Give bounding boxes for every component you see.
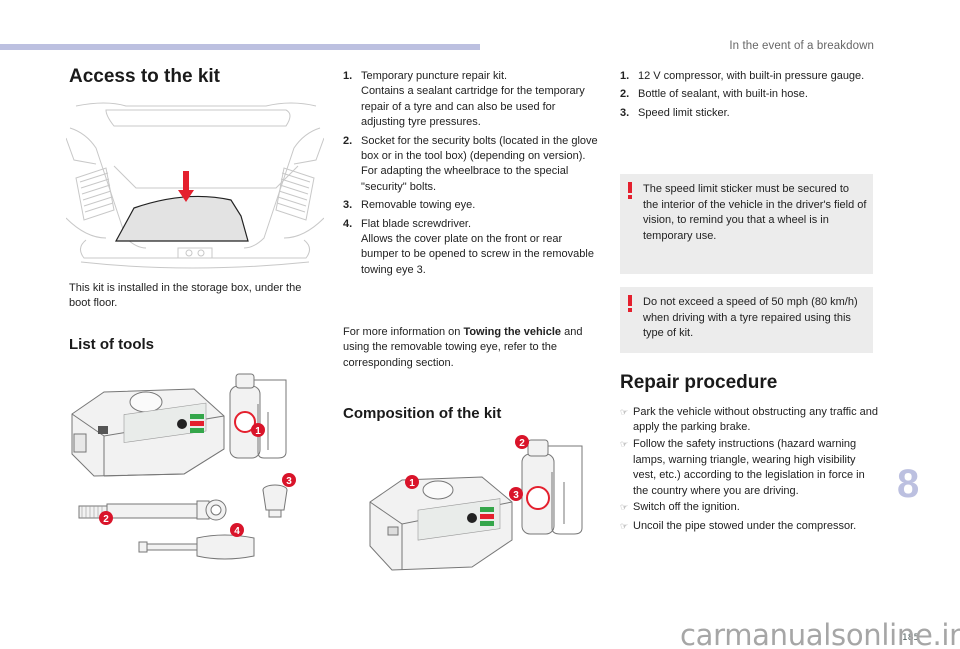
item-detail: Allows the cover plate on the front or r… (361, 233, 594, 276)
composition-list: 1. 12 V compressor, with built-in pressu… (620, 69, 875, 124)
item-text: Removable towing eye. (361, 199, 476, 212)
header-accent-bar (0, 44, 480, 50)
item-text: Speed limit sticker. (638, 106, 730, 119)
composition-list-item: 1. 12 V compressor, with built-in pressu… (620, 69, 875, 84)
composition-heading: Composition of the kit (343, 405, 502, 422)
callout-badge-3: 3 (282, 473, 296, 487)
repair-step: ☞ Uncoil the pipe stowed under the compre… (620, 519, 878, 534)
watermark-text: carmanualsonline.info (680, 618, 960, 649)
more-info-prefix: For more information on (343, 326, 464, 338)
item-text: Flat blade screwdriver. (361, 217, 472, 230)
svg-text:1: 1 (255, 426, 261, 437)
tools-list: 1. Temporary puncture repair kit. Contai… (343, 69, 598, 281)
item-number: 1. (620, 70, 630, 82)
repair-procedure-heading: Repair procedure (620, 372, 778, 393)
section-header-title: In the event of a breakdown (729, 40, 874, 52)
repair-step-text: Follow the safety instructions (hazard w… (633, 438, 865, 497)
tools-list-item: 1. Temporary puncture repair kit. Contai… (343, 69, 598, 131)
callout-badge-2: 2 (515, 435, 529, 449)
page-number: 185 (902, 633, 920, 643)
repair-step: ☞ Follow the safety instructions (hazard … (620, 437, 878, 499)
callout-badge-1: 1 (405, 475, 419, 489)
repair-step: ☞ Switch off the ignition. (620, 500, 878, 515)
boot-floor-illustration (66, 102, 324, 269)
svg-text:3: 3 (286, 476, 292, 487)
callout-badge-1: 1 (251, 423, 265, 437)
repair-step-text: Switch off the ignition. (633, 501, 740, 514)
repair-step: ☞ Park the vehicle without obstructing an… (620, 405, 878, 436)
item-detail: For adapting the wheelbrace to the speci… (361, 165, 569, 193)
callout-badge-4: 4 (230, 523, 244, 537)
item-number: 3. (343, 199, 353, 212)
towing-vehicle-reference[interactable]: Towing the vehicle (463, 326, 562, 338)
more-info-suffix: and using the removable towing eye, refe… (343, 326, 583, 369)
repair-steps-list: ☞ Park the vehicle without obstructing an… (620, 405, 878, 536)
pointing-hand-icon: ☞ (620, 520, 629, 531)
warning-exclamation-icon (628, 182, 634, 200)
tools-list-item: 4. Flat blade screwdriver. Allows the co… (343, 217, 598, 279)
access-kit-heading: Access to the kit (69, 66, 220, 87)
pointing-hand-icon: ☞ (620, 502, 629, 513)
access-kit-description: This kit is installed in the storage box… (69, 282, 302, 310)
callout-badge-2: 2 (99, 511, 113, 525)
composition-list-item: 2. Bottle of sealant, with built-in hose… (620, 87, 875, 102)
item-text: 12 V compressor, with built-in pressure … (638, 70, 865, 82)
tools-illustration: 1 2 3 4 (71, 373, 296, 560)
list-of-tools-heading: List of tools (69, 336, 154, 353)
composition-list-item: 3. Speed limit sticker. (620, 106, 875, 121)
tools-list-item: 2. Socket for the security bolts (locate… (343, 134, 598, 196)
item-text: Socket for the security bolts (located i… (361, 134, 598, 163)
item-detail: Contains a sealant cartridge for the tem… (361, 85, 585, 129)
chapter-number-tab: 8 (897, 462, 920, 506)
warning-callout-sticker: The speed limit sticker must be secured … (620, 174, 873, 274)
warning-callout-speed: Do not exceed a speed of 50 mph (80 km/h… (620, 287, 873, 353)
item-number: 3. (620, 106, 630, 119)
item-number: 2. (620, 88, 630, 101)
warning-exclamation-icon (628, 295, 634, 313)
item-number: 2. (343, 134, 353, 147)
pointing-hand-icon: ☞ (620, 439, 629, 450)
svg-text:2: 2 (519, 438, 525, 449)
warning-text: Do not exceed a speed of 50 mph (80 km/h… (643, 296, 858, 340)
svg-text:4: 4 (234, 526, 240, 537)
repair-step-text: Uncoil the pipe stowed under the compres… (633, 519, 857, 532)
warning-text: The speed limit sticker must be secured … (643, 183, 867, 242)
kit-composition-illustration: 1 2 3 (369, 435, 583, 571)
repair-step-text: Park the vehicle without obstructing any… (633, 406, 878, 434)
item-number: 1. (343, 70, 353, 82)
callout-badge-3: 3 (509, 487, 523, 501)
more-info-paragraph: For more information on Towing the vehic… (343, 325, 598, 371)
tools-list-item: 3. Removable towing eye. (343, 198, 598, 213)
item-text: Temporary puncture repair kit. (361, 70, 508, 82)
item-text: Bottle of sealant, with built-in hose. (638, 88, 808, 101)
pointing-hand-icon: ☞ (620, 407, 629, 417)
svg-text:1: 1 (409, 478, 415, 489)
item-number: 4. (343, 217, 353, 230)
svg-text:3: 3 (513, 490, 519, 501)
svg-text:2: 2 (103, 514, 109, 525)
